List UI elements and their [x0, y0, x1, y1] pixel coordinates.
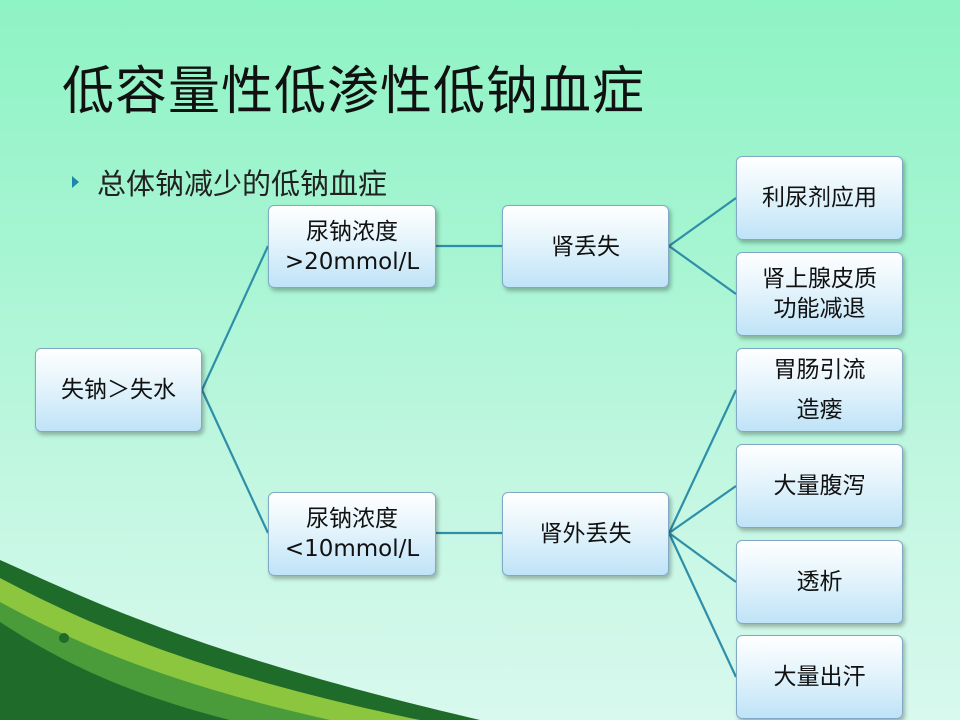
cause-gi-line1: 胃肠引流: [773, 357, 866, 383]
triangle-bullet-icon: [72, 176, 79, 188]
upper-condition-node: 尿钠浓度 >20mmol/L: [268, 205, 436, 288]
bullet-item: 总体钠减少的低钠血症: [72, 162, 387, 202]
extrarenal-loss-label: 肾外丢失: [539, 521, 632, 547]
root-label: 失钠＞失水: [61, 377, 176, 403]
cause-diarrhea-label: 大量腹泻: [773, 473, 866, 499]
connector-root-lower: [201, 389, 269, 534]
cause-dialysis-node: 透析: [736, 540, 903, 624]
cause-diuretic-label: 利尿剂应用: [762, 185, 877, 211]
renal-loss-node: 肾丢失: [502, 205, 669, 288]
cause-diuretic-node: 利尿剂应用: [736, 156, 903, 240]
cause-gi-drainage-node: 胃肠引流 造瘘: [736, 348, 903, 432]
connector-extrarenal-sweat: [668, 532, 737, 678]
lower-condition-line2: <10mmol/L: [284, 536, 420, 562]
cause-sweating-label: 大量出汗: [773, 664, 866, 690]
connector-root-upper: [201, 245, 269, 391]
cause-adrenal-line1: 肾上腺皮质: [762, 266, 877, 292]
decorative-swoosh: [0, 560, 480, 720]
cause-gi-line2: 造瘘: [796, 397, 843, 423]
cause-dialysis-label: 透析: [796, 569, 843, 595]
connector-extrarenal-dialysis: [668, 532, 737, 583]
cause-adrenal-line2: 功能减退: [773, 296, 866, 322]
extrarenal-loss-node: 肾外丢失: [502, 492, 669, 576]
connector-extrarenal-diarrhea: [668, 485, 737, 534]
connector-extrarenal-gi: [668, 389, 737, 534]
upper-condition-line2: >20mmol/L: [284, 248, 420, 275]
bullet-text: 总体钠减少的低钠血症: [97, 167, 388, 201]
cause-adrenal-node: 肾上腺皮质 功能减退: [736, 252, 903, 336]
connector-renal-diuretic: [668, 197, 737, 247]
slide-title: 低容量性低渗性低钠血症: [62, 62, 646, 122]
lower-condition-line1: 尿钠浓度: [306, 506, 398, 532]
renal-loss-label: 肾丢失: [551, 233, 620, 260]
root-node: 失钠＞失水: [35, 348, 202, 432]
cause-sweating-node: 大量出汗: [736, 635, 903, 719]
upper-condition-line1: 尿钠浓度: [306, 218, 398, 245]
connector-renal-adrenal: [668, 245, 737, 295]
cause-diarrhea-node: 大量腹泻: [736, 444, 903, 528]
lower-condition-node: 尿钠浓度 <10mmol/L: [268, 492, 436, 576]
